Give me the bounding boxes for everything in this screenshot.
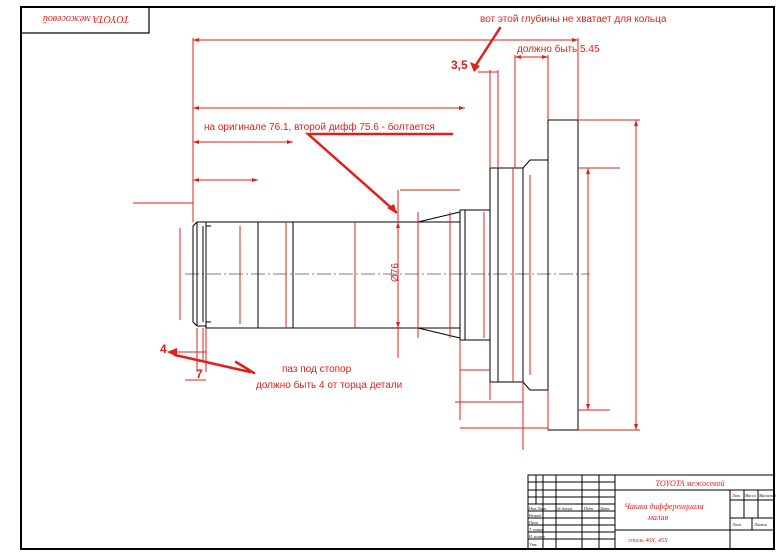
- tb-col-lit: Лит.: [731, 493, 741, 498]
- tb-row-tkontr: Т. контр.: [529, 527, 545, 532]
- ring-depth-note: вот этой глубины не хватает для кольца: [480, 13, 667, 25]
- arrow-diameter: [387, 204, 397, 214]
- sheet-frame: [20, 6, 775, 550]
- part-outline: [192, 119, 579, 431]
- should-be-4-note: должно быть 4 от торца детали: [256, 379, 402, 391]
- tb-col-sign: Подп.: [583, 506, 594, 511]
- tb-material: сталь 40Х, 45Х: [628, 537, 668, 544]
- tb-col-massa: Масса: [744, 493, 756, 498]
- tb-row-nkontr: Н. контр.: [528, 534, 545, 539]
- tb-col-masshtab: Масштаб: [758, 493, 777, 498]
- diameter-76-label: Ø76: [390, 263, 401, 282]
- arrow-heads: [193, 38, 638, 430]
- title-block: [527, 474, 775, 550]
- tb-col-list: Лист: [536, 506, 546, 511]
- tb-part-name-2: малая: [647, 513, 669, 522]
- tb-col-listov: Листов: [753, 522, 767, 527]
- dim-7: 7: [196, 367, 203, 381]
- title-block-labels: Изм. Лист № докум. Подп. Дата Разраб. Пр…: [528, 493, 777, 547]
- dim-3-5: 3,5: [451, 58, 468, 72]
- tb-col-doc: № докум.: [556, 506, 573, 511]
- original-note: на оригинале 76.1, второй дифф 75.6 - бо…: [204, 121, 435, 133]
- callout-leaders: [173, 26, 502, 375]
- tb-col-date: Дата: [599, 506, 609, 511]
- tb-row-prov: Пров.: [528, 520, 539, 525]
- arrow-depth: [470, 62, 480, 72]
- tb-row-razrab: Разраб.: [528, 513, 542, 518]
- tb-col-list2: Лист: [731, 522, 741, 527]
- dim-4: 4: [160, 342, 167, 356]
- stopper-groove-note: паз под стопор: [282, 364, 352, 375]
- arrow-dim-4: [167, 348, 177, 357]
- tb-part-name-1: Чашка дифференциала: [624, 502, 703, 511]
- corner-stamp-text: TOYOTA межосевой: [43, 13, 129, 24]
- tb-designation: TOYOTA межосевой: [656, 479, 725, 488]
- corner-stamp-box: [20, 6, 150, 34]
- tb-col-izm: Изм.: [528, 506, 537, 511]
- should-be-5-45-note: должно быть 5.45: [517, 43, 600, 55]
- tb-row-utv: Утв.: [529, 542, 537, 547]
